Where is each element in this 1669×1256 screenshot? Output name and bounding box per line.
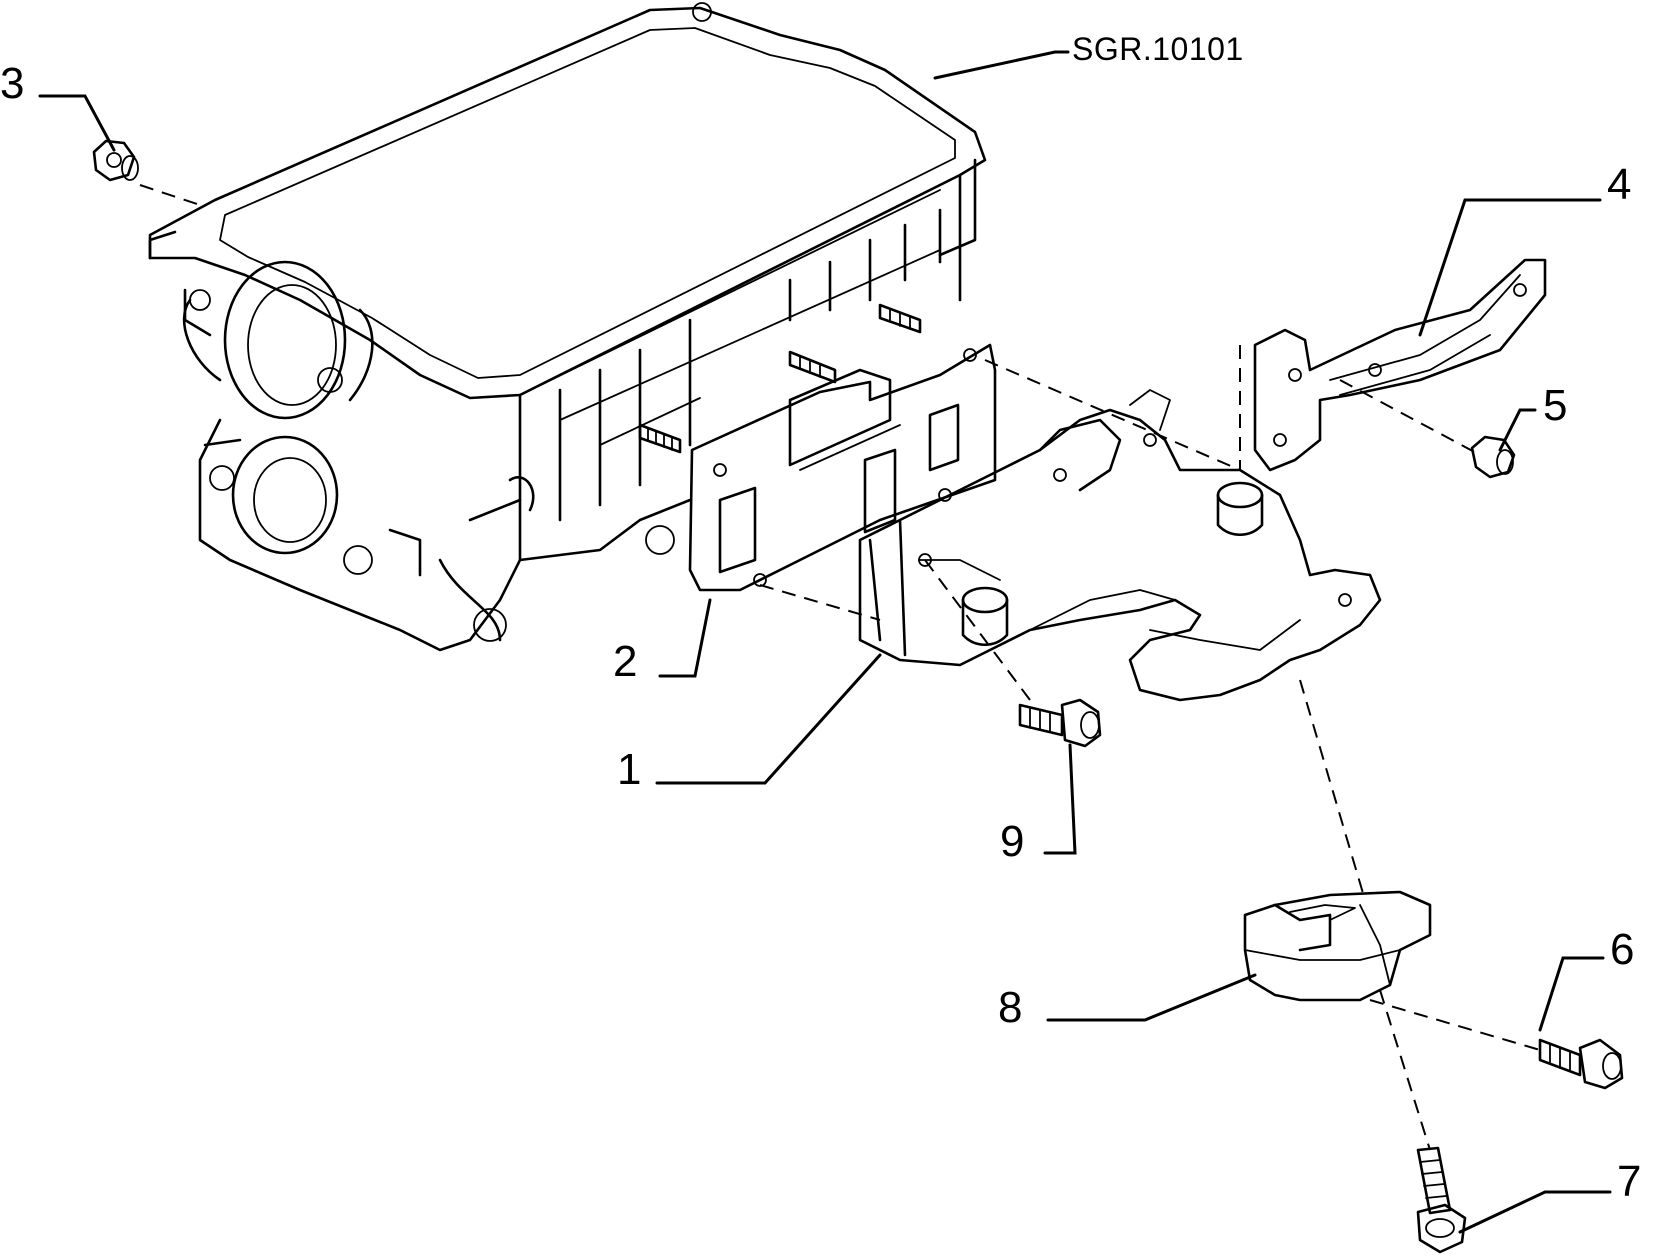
bolt-part-7 (1416, 1146, 1467, 1254)
callout-8: 8 (998, 983, 1023, 1032)
gasket-part-2 (688, 343, 997, 592)
callout-2: 2 (613, 637, 638, 686)
leader-lines (38, 50, 1612, 1234)
block-part-8 (1243, 890, 1432, 1002)
cylinder-head-assembly (148, 2, 987, 652)
reference-code: SGR.10101 (1072, 31, 1244, 67)
callout-3: 3 (0, 59, 25, 108)
callout-6: 6 (1610, 925, 1635, 974)
nut-part-5 (1470, 435, 1516, 479)
nut-part-3 (92, 139, 139, 182)
assembly-lines (139, 184, 1541, 1151)
bolt-part-6 (1538, 1038, 1624, 1090)
callout-4: 4 (1607, 160, 1632, 209)
callout-1: 1 (617, 745, 642, 794)
callout-9: 9 (1000, 817, 1025, 866)
stud-bolts (638, 303, 922, 454)
bolt-part-9 (1018, 698, 1102, 748)
manifold-part-1 (858, 389, 1382, 702)
bracket-part-4 (1253, 258, 1547, 472)
callout-7: 7 (1617, 1157, 1642, 1206)
callout-5: 5 (1543, 381, 1568, 430)
